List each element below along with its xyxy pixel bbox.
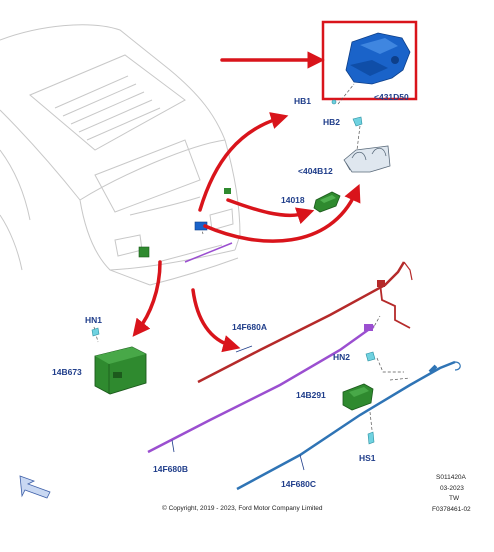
sensor-14018 (313, 191, 341, 213)
vehicle-harness-segment (184, 242, 233, 263)
region-code: TW (449, 495, 460, 502)
label-hn2: HN2 (333, 352, 351, 362)
orientation-arrow-icon (19, 475, 51, 499)
label-14f680c: 14F680C (281, 479, 316, 489)
module-14b291 (342, 383, 374, 411)
fastener-hb1 (331, 99, 337, 105)
ref-code: S011420A (436, 474, 466, 481)
label-hs1: HS1 (359, 453, 376, 463)
latch-actuator-431d50 (345, 32, 411, 85)
figure-id: F0378461-02 (432, 506, 471, 513)
striker-404b12 (343, 145, 391, 173)
vehicle-module-green-left (138, 246, 150, 258)
copyright-notice: © Copyright, 2019 - 2023, Ford Motor Com… (162, 505, 323, 512)
harness-14f680a (197, 261, 413, 384)
label-hb1: HB1 (294, 96, 312, 106)
harness-14f680b (147, 324, 375, 454)
label-431d50: <431D50 (374, 92, 409, 102)
label-14f680b: 14F680B (153, 464, 188, 474)
fastener-hb2 (352, 116, 363, 127)
label-14b291: 14B291 (296, 390, 326, 400)
vehicle-rear-outline (0, 24, 241, 286)
label-hn1: HN1 (85, 315, 103, 325)
vehicle-module-green-right (224, 188, 231, 194)
label-14f680a: 14F680A (232, 322, 267, 332)
label-14b673: 14B673 (52, 367, 82, 377)
label-hb2: HB2 (323, 117, 341, 127)
fastener-hn1 (91, 327, 100, 337)
label-14018: 14018 (281, 195, 305, 205)
revision-date: 03-2023 (440, 485, 464, 492)
label-404b12: <404B12 (298, 166, 333, 176)
harness-14f680c (236, 360, 461, 491)
fastener-hs1 (367, 431, 375, 445)
callout-arrows (132, 51, 361, 353)
fastener-hn2 (365, 351, 376, 362)
module-14b673 (94, 346, 147, 395)
